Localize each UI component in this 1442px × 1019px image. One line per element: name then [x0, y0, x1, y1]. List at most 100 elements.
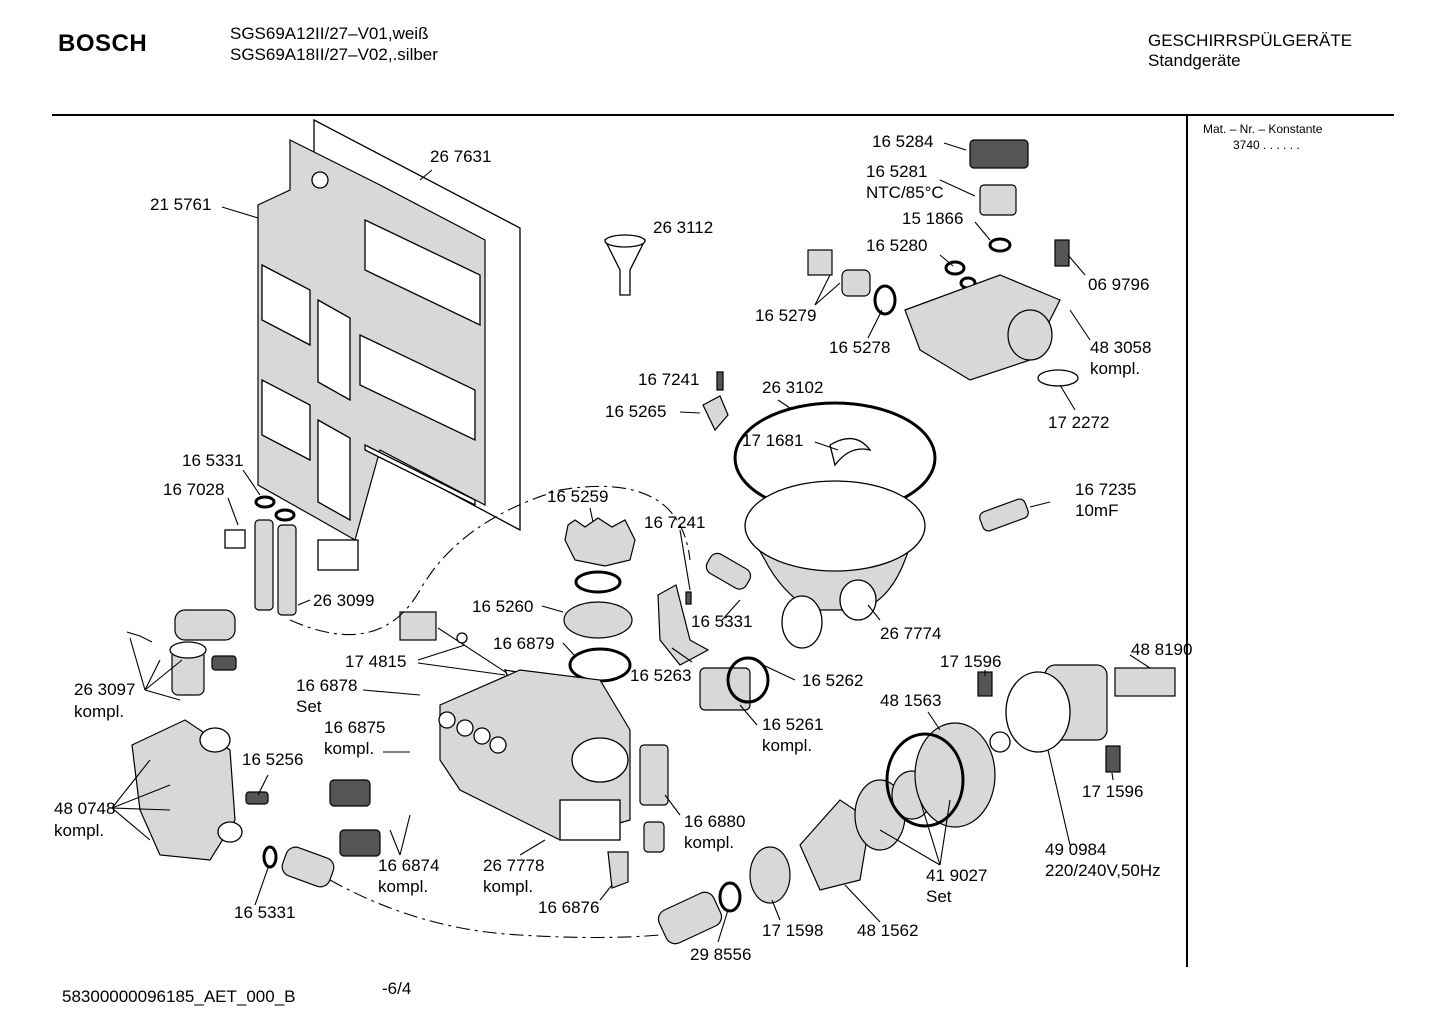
brand-logo: BOSCH: [58, 30, 148, 57]
pump-481562: [799, 799, 871, 891]
housing-481563: [914, 722, 996, 828]
valve-165261: [699, 667, 751, 711]
label-165261-kompl: kompl.: [762, 736, 813, 755]
label-165259: 16 5259: [547, 487, 609, 506]
hose-263099: [254, 495, 297, 616]
valve-263097: [126, 609, 237, 696]
label-165279: 16 5279: [755, 306, 817, 325]
valve-480748: [131, 719, 269, 861]
hose-165331: [281, 846, 335, 888]
label-263097: 26 3097: [74, 680, 136, 699]
label-419027-set: Set: [926, 887, 952, 906]
label-165331-bottom: 16 5331: [234, 903, 296, 922]
label-165263: 16 5263: [630, 666, 692, 685]
label-263099: 26 3099: [313, 591, 375, 610]
label-166879: 16 6879: [493, 634, 555, 653]
tube-166880: [639, 744, 669, 806]
label-165265: 16 5265: [605, 402, 667, 421]
label-267774: 26 7774: [880, 624, 942, 643]
model-line-1: SGS69A12II/27–V01,weiß: [230, 24, 429, 43]
label-167241-mid: 16 7241: [644, 513, 706, 532]
label-166874: 16 6874: [378, 856, 440, 875]
sidebar-title: Mat. – Nr. – Konstante: [1203, 122, 1323, 136]
sump-267774: [733, 401, 937, 649]
label-267631: 26 7631: [430, 147, 492, 166]
ring-165260: [563, 601, 633, 639]
label-480748: 48 0748: [54, 799, 116, 818]
label-165278: 16 5278: [829, 338, 891, 357]
motor-490984: [1005, 664, 1176, 753]
category-title: GESCHIRRSPÜLGERÄTE: [1148, 31, 1353, 50]
label-267778-kompl: kompl.: [483, 877, 534, 896]
label-481563: 48 1563: [880, 691, 942, 710]
label-165262: 16 5262: [802, 671, 864, 690]
label-483058: 48 3058: [1090, 338, 1152, 357]
label-263112: 26 3112: [653, 218, 714, 237]
label-174815: 17 4815: [345, 652, 407, 671]
label-480748-kompl: kompl.: [54, 821, 105, 840]
document-id: 58300000096185_AET_000_B: [62, 987, 296, 1006]
label-166875: 16 6875: [324, 718, 386, 737]
label-167028: 16 7028: [163, 480, 225, 499]
label-171598: 17 1598: [762, 921, 824, 940]
clip-167028: [224, 529, 246, 549]
clamp-165265: [702, 395, 729, 432]
model-line-2: SGS69A18II/27–V02,.silber: [230, 45, 438, 64]
label-166878: 16 6878: [296, 676, 358, 695]
label-167241-top: 16 7241: [638, 370, 700, 389]
label-267778: 26 7778: [483, 856, 545, 875]
label-167235: 16 7235: [1075, 480, 1137, 499]
label-166876: 16 6876: [538, 898, 600, 917]
capacitor-167235: [979, 498, 1029, 532]
label-voltage: 220/240V,50Hz: [1045, 861, 1161, 880]
bracket-165263: [657, 584, 710, 666]
sidebar-value: 3740 . . . . . .: [1233, 138, 1300, 152]
label-165261: 16 5261: [762, 715, 824, 734]
clip-166876: [607, 851, 629, 889]
switch-cluster: [807, 139, 1079, 387]
label-151866: 15 1866: [902, 209, 964, 228]
page-number: -6/4: [382, 979, 412, 998]
label-069796: 06 9796: [1088, 275, 1150, 294]
clip-171596b: [1105, 745, 1121, 773]
label-165331-mid: 16 5331: [691, 612, 753, 631]
label-ntc: NTC/85°C: [866, 183, 944, 202]
nut-165259: [564, 517, 636, 567]
hose-298556: [657, 891, 723, 945]
seal-171598: [749, 846, 791, 904]
label-165256: 16 5256: [242, 750, 304, 769]
category-subtitle: Standgeräte: [1148, 51, 1241, 70]
label-165284: 16 5284: [872, 132, 934, 151]
heat-exchanger-215761: [257, 139, 486, 571]
header-rule: [52, 114, 1394, 116]
label-capacitance: 10mF: [1075, 501, 1119, 520]
label-171681: 17 1681: [742, 431, 804, 450]
sidebar-divider: [1186, 116, 1188, 967]
label-171596-bottom: 17 1596: [1082, 782, 1144, 801]
label-166878-set: Set: [296, 697, 322, 716]
label-171596-top: 17 1596: [940, 652, 1002, 671]
label-490984: 49 0984: [1045, 840, 1107, 859]
label-166874-kompl: kompl.: [378, 877, 429, 896]
label-263097-kompl: kompl.: [74, 702, 125, 721]
label-488190: 48 8190: [1131, 640, 1193, 659]
label-166880: 16 6880: [684, 812, 746, 831]
label-165331-top: 16 5331: [182, 451, 244, 470]
label-419027: 41 9027: [926, 866, 988, 885]
label-172272: 17 2272: [1048, 413, 1110, 432]
container-267778: [438, 669, 631, 841]
label-166875-kompl: kompl.: [324, 739, 375, 758]
label-483058-kompl: kompl.: [1090, 359, 1141, 378]
label-481562: 48 1562: [857, 921, 919, 940]
label-165280: 16 5280: [866, 236, 928, 255]
label-165260: 16 5260: [472, 597, 534, 616]
sensor-166874: [339, 829, 381, 857]
screw-167241: [716, 371, 724, 391]
label-263102: 26 3102: [762, 378, 824, 397]
label-215761: 21 5761: [150, 195, 212, 214]
funnel-263112: [603, 234, 647, 296]
label-166880-kompl: kompl.: [684, 833, 735, 852]
label-298556: 29 8556: [690, 945, 752, 964]
sensor-166875: [329, 779, 371, 807]
